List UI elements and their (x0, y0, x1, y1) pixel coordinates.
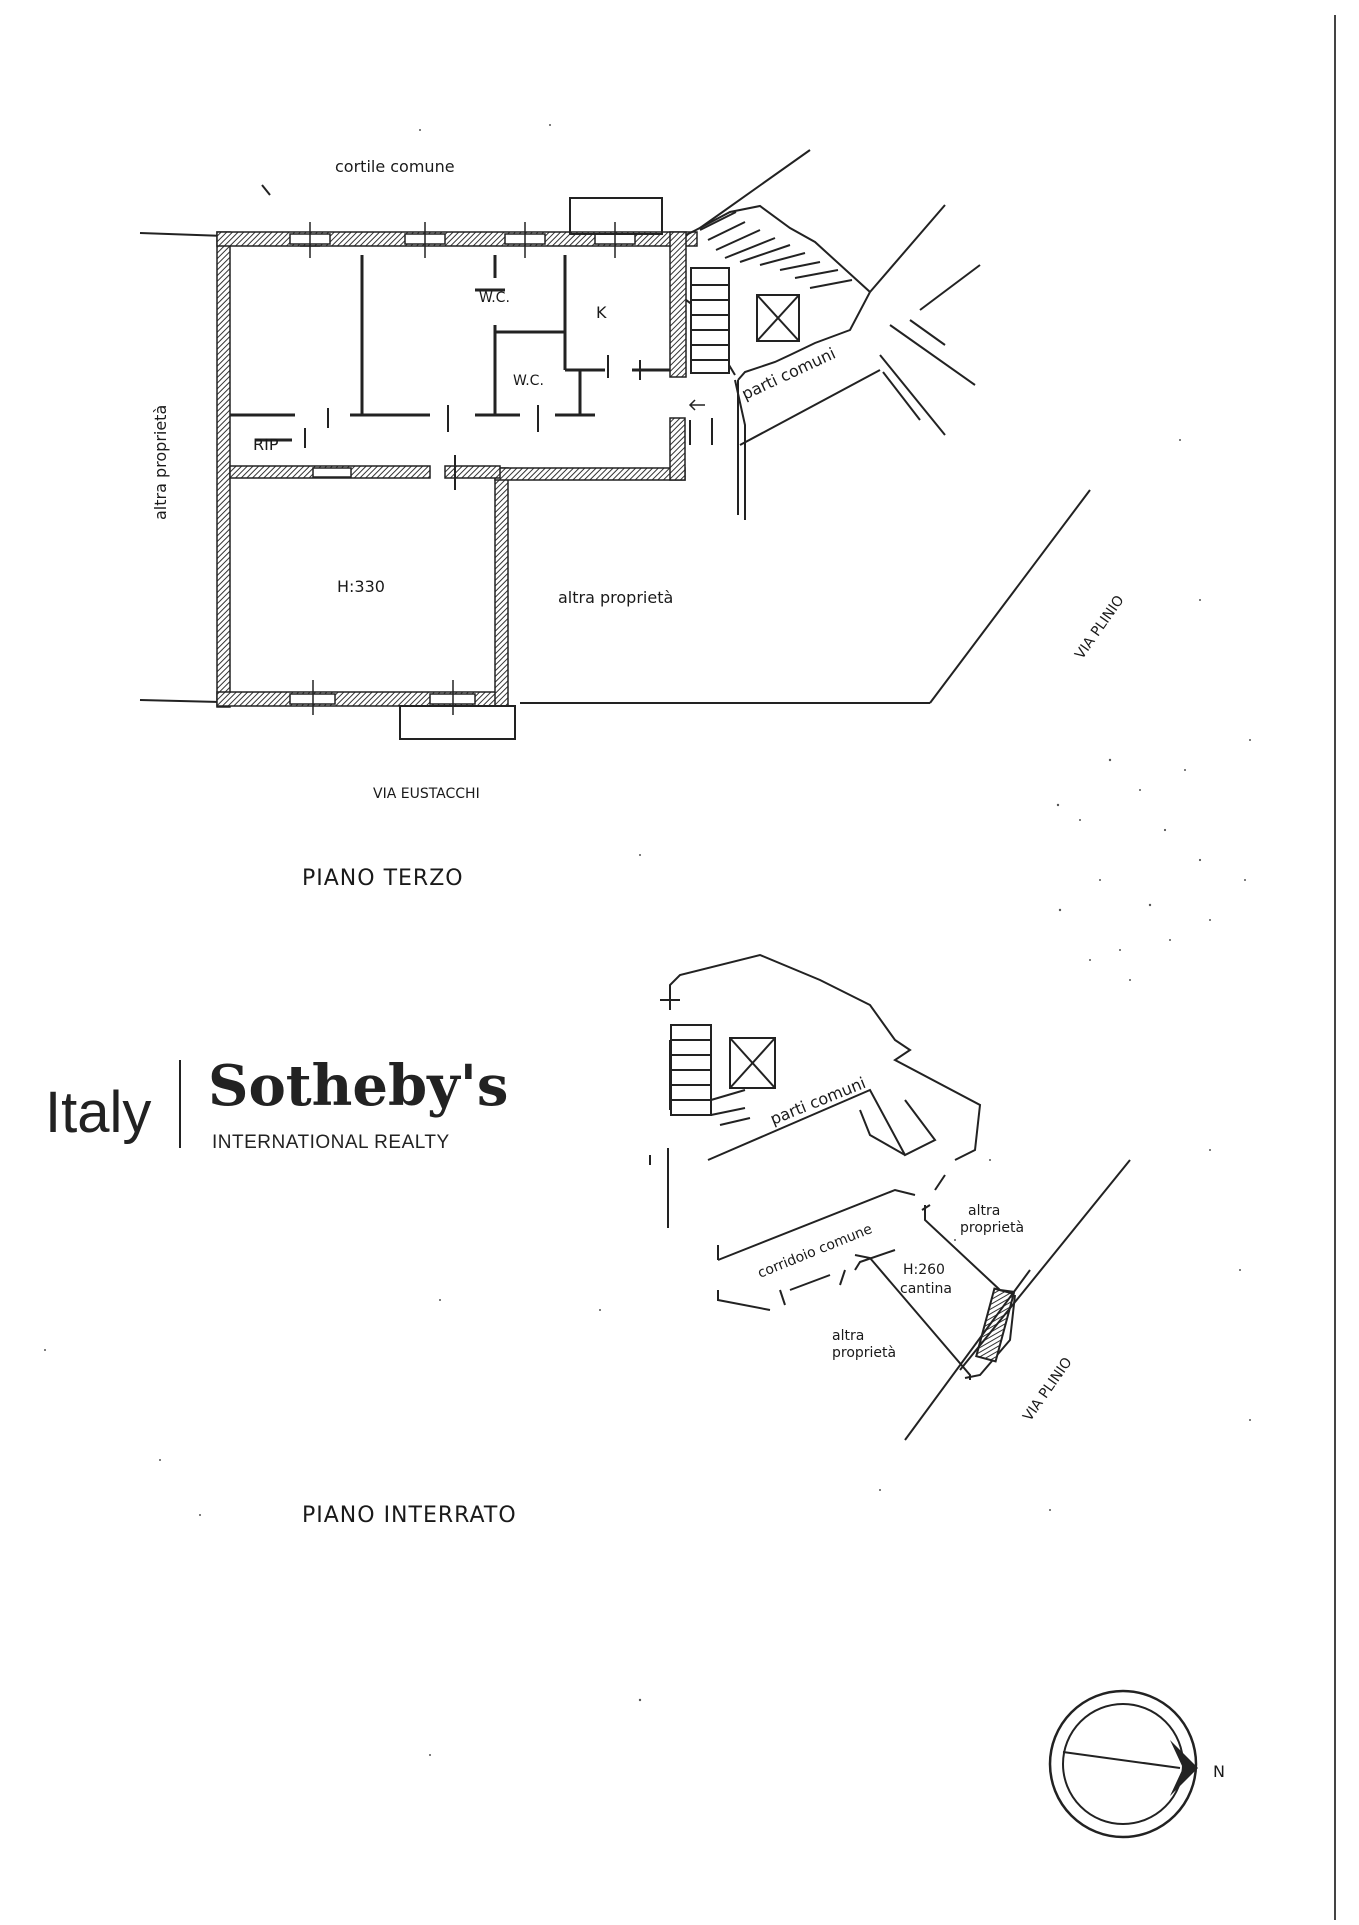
street-label-plinio: VIA PLINIO (1072, 593, 1127, 663)
property-boundary-line (139, 232, 226, 237)
balcony (569, 197, 663, 235)
right-property-label: altra proprietà (558, 588, 673, 607)
windows (289, 222, 636, 715)
basement-plan (649, 953, 1131, 1441)
floor-title-third: PIANO TERZO (302, 866, 464, 891)
compass-icon: N (1048, 1689, 1225, 1839)
corridor-label: corridoio comune (756, 1221, 875, 1282)
brand-logo: Italy Sotheby's INTERNATIONAL REALTY (45, 1053, 508, 1153)
common-parts-label: parti comuni (739, 344, 839, 404)
balcony (399, 705, 516, 740)
via-plinio-curb (929, 489, 1091, 704)
stair-and-common-area (685, 149, 981, 520)
cellar-height-label: H:260 (903, 1262, 945, 1278)
room-label-kitchen: K (596, 303, 607, 322)
scan-noise (44, 124, 1251, 1756)
floor-title-basement: PIANO INTERRATO (302, 1503, 517, 1528)
room-label-wc: W.C. (479, 290, 510, 306)
courtyard-label: cortile comune (335, 157, 455, 176)
room-label-wc: W.C. (513, 373, 544, 389)
room-label-landing: RIP (253, 435, 279, 454)
apartment-walls (216, 231, 698, 708)
property-boundary-line (139, 699, 221, 703)
door-marks (304, 255, 641, 490)
property-right-label-1: altra (968, 1203, 1000, 1219)
third-floor-plan: cortile comune altra proprietà W.C. W.C.… (139, 149, 1128, 891)
room-height-label: H:330 (337, 577, 385, 596)
property-left-label-2: proprietà (832, 1345, 896, 1361)
property-right-label-2: proprietà (960, 1220, 1024, 1236)
north-arrow-icon (1170, 1740, 1198, 1796)
basement-common-parts-label: parti comuni (767, 1073, 868, 1129)
brand-name-italy: Italy (45, 1080, 151, 1145)
interior-partitions (230, 255, 670, 442)
property-left-label-1: altra (832, 1328, 864, 1344)
property-boundary-line (261, 184, 271, 196)
cellar-label: cantina (900, 1281, 952, 1297)
brand-name-sothebys: Sotheby's (208, 1053, 508, 1119)
compass-north-label: N (1213, 1762, 1225, 1781)
brand-tagline: INTERNATIONAL REALTY (212, 1132, 450, 1153)
street-label-eustacchi: VIA EUSTACCHI (373, 786, 480, 802)
basement-street-label: VIA PLINIO (1020, 1355, 1075, 1425)
left-property-label: altra proprietà (151, 405, 170, 520)
